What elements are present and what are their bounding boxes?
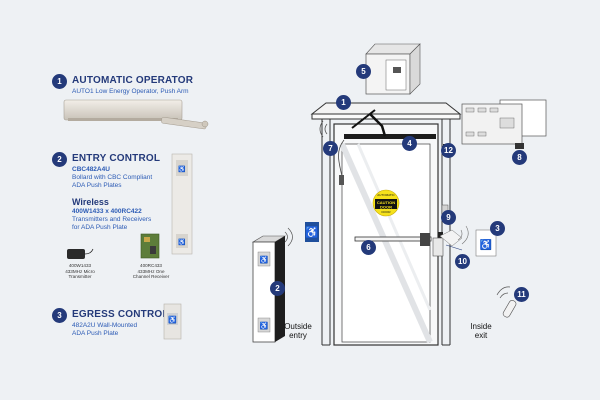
callout-5: 5 [356,64,371,79]
receiver-image [140,233,160,259]
callout-2-legend: 2 [52,152,67,167]
callout-4: 4 [402,136,417,151]
entry-line-3: ADA Push Plates [72,182,122,189]
wireless-title: Wireless [72,197,109,207]
callout-2: 2 [270,281,285,296]
callout-10: 10 [455,254,470,269]
wireless-line-1: 400W1433 x 400RC422 [72,208,142,215]
caution-top-text: AUTOMATIC [377,193,395,197]
callout-8: 8 [512,150,527,165]
entry-line-1: CBC482A4U [72,166,110,173]
callout-3: 3 [490,221,505,236]
callout-12: 12 [441,143,456,158]
svg-text:♿: ♿ [168,315,177,324]
caution-bottom-text: DOOR [382,210,392,214]
egress-line-1: 482A2U Wall-Mounted [72,322,138,329]
callout-9: 9 [441,210,456,225]
receiver-caption: 400RC433 433MHz One Channel Receiver [132,263,170,279]
svg-text:♿: ♿ [260,255,269,264]
entry-control-title: ENTRY CONTROL [72,153,161,164]
wireless-line-3: for ADA Push Plate [72,224,128,231]
inside-exit-label: Inside exit [470,322,492,340]
callout-3-legend: 3 [52,308,67,323]
entry-line-2: Bollard with CBC Compliant [72,174,153,181]
svg-text:♿: ♿ [178,238,186,246]
callout-1-legend: 1 [52,74,67,89]
transmitter-caption: 400W1433 433MHz Micro Transmitter [65,263,95,279]
svg-text:♿: ♿ [480,238,492,251]
svg-text:♿: ♿ [260,321,269,330]
svg-text:♿: ♿ [305,226,319,239]
svg-text:♿: ♿ [178,165,186,173]
transmitter-image [67,248,94,259]
callout-7: 7 [323,141,338,156]
door-operator-image [63,99,209,130]
wireless-line-2: Transmitters and Receivers [72,216,152,223]
callout-1: 1 [336,95,351,110]
caution-main-text-1: CAUTION [377,200,395,205]
caution-main-text-2: DOOR [380,205,392,210]
automatic-operator-title: AUTOMATIC OPERATOR [72,75,194,86]
egress-line-2: ADA Push Plate [72,330,119,337]
small-bollard-image: ♿ ♿ [171,153,193,255]
callout-6: 6 [361,240,376,255]
egress-control-title: EGRESS CONTROL [72,309,169,320]
wall-push-plate-image: ♿ [163,303,182,340]
callout-11: 11 [514,287,529,302]
automatic-operator-subtitle: AUTO1 Low Energy Operator, Push Arm [72,88,189,95]
outside-entry-label: Outside entry [284,322,312,340]
